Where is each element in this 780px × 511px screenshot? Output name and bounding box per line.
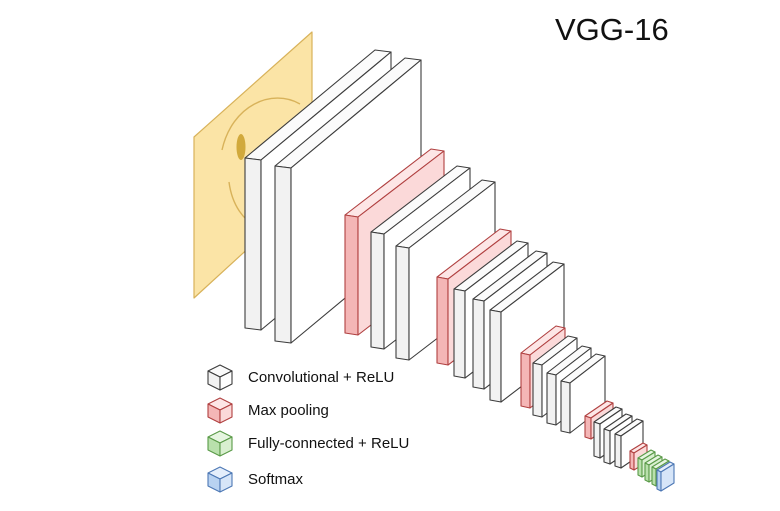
legend-item-softmax: Softmax — [204, 464, 303, 494]
cube-icon-softmax — [207, 466, 233, 493]
diagram-title: VGG-16 — [555, 12, 669, 47]
legend-label-pool: Max pooling — [248, 401, 329, 419]
legend-item-pool: Max pooling — [204, 395, 329, 425]
legend-item-fc: Fully-connected + ReLU — [204, 428, 409, 458]
legend-label-conv: Convolutional + ReLU — [248, 368, 395, 386]
legend-label-softmax: Softmax — [248, 470, 304, 488]
layer-2-conv — [274, 57, 422, 344]
legend-item-conv: Convolutional + ReLU — [204, 362, 394, 392]
layer-22-softmax — [656, 461, 675, 492]
legend-label-fc: Fully-connected + ReLU — [248, 434, 410, 452]
smiley-eye — [236, 134, 246, 160]
cube-icon-conv — [207, 364, 233, 391]
cube-icon-pool — [207, 397, 233, 424]
layer-9-conv — [489, 261, 565, 403]
cube-icon-fc — [207, 430, 233, 457]
